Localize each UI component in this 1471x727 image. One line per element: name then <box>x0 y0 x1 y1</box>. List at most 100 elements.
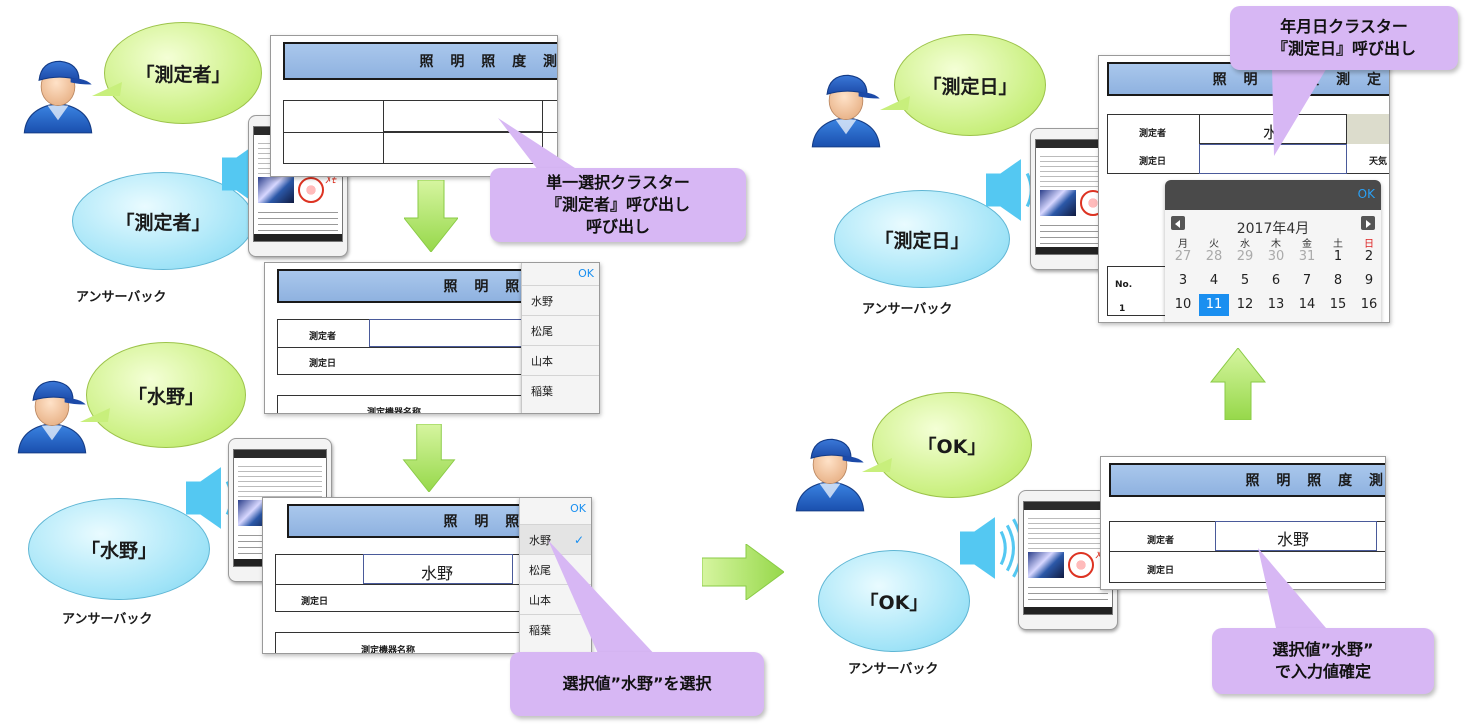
bubble-tail <box>880 96 910 110</box>
dropdown-item[interactable]: 水野 <box>522 285 599 315</box>
form-title: 照 明 照 度 測 <box>1109 463 1385 497</box>
bubble-tail <box>92 82 122 96</box>
bubble-tail <box>80 408 110 422</box>
form-sheet-calendar: 照 明 照 度 測 定 水 測定者 測定日 天気 No. 1 リ OK 2017… <box>1098 55 1390 323</box>
calendar-day[interactable]: 2 <box>1364 249 1374 264</box>
form-sheet-confirmed: 照 明 照 度 測 水野 測定者 測定日 <box>1100 456 1386 590</box>
label-device: 測定機器名称 <box>361 646 416 654</box>
calendar-weekday: 火 <box>1209 239 1219 250</box>
person-icon <box>23 60 93 134</box>
callout-tail <box>548 540 658 658</box>
calendar-day[interactable]: 27 <box>1174 249 1192 264</box>
calendar-day[interactable]: 3 <box>1178 273 1188 288</box>
measurer-value: 水野 <box>421 564 454 583</box>
calendar-day[interactable]: 14 <box>1298 297 1316 312</box>
form-title: 照 明 照 度 測 <box>283 42 557 80</box>
voice-bubble: 「OK」 <box>818 550 970 652</box>
answerback-label: アンサーバック <box>848 662 939 677</box>
voice-bubble: 「水野」 <box>28 498 210 600</box>
calendar-day[interactable]: 7 <box>1302 273 1312 288</box>
calendar-weekday: 金 <box>1302 239 1312 250</box>
calendar-weekday: 土 <box>1333 239 1343 250</box>
calendar-day[interactable]: 15 <box>1329 297 1347 312</box>
calendar-day[interactable]: 18 <box>1199 318 1229 322</box>
calendar-next-icon[interactable] <box>1361 216 1375 230</box>
answerback-label: アンサーバック <box>62 612 153 627</box>
calendar-day[interactable]: 21 <box>1292 318 1322 322</box>
calendar-prev-icon[interactable] <box>1171 216 1185 230</box>
label-row1: 1 <box>1119 304 1126 314</box>
callout-tail <box>1272 66 1328 156</box>
calendar-day[interactable]: 4 <box>1209 273 1219 288</box>
label-measurer: 測定者 <box>309 332 337 342</box>
calendar-weekday: 水 <box>1240 239 1250 250</box>
calendar-day[interactable]: 30 <box>1267 249 1285 264</box>
label-date: 測定日 <box>301 597 329 607</box>
calendar-weekday: 月 <box>1178 239 1188 250</box>
label-measurer: 測定者 <box>1147 536 1175 546</box>
label-date: 測定日 <box>309 359 337 369</box>
calendar-month: 2017年4月 <box>1236 221 1310 237</box>
answerback-label: アンサーバック <box>76 290 167 305</box>
form-sheet-dropdown: 照 明 照 度 測 測定者 測定日 測定機器名称 OK 水野 松尾 山本 稲葉 <box>264 262 600 414</box>
calendar-day[interactable]: 1 <box>1333 249 1343 264</box>
calendar-day[interactable]: 29 <box>1236 249 1254 264</box>
calendar-day[interactable]: 31 <box>1298 249 1316 264</box>
bubble-tail <box>862 458 892 472</box>
calendar-ok-button[interactable]: OK <box>1357 187 1375 201</box>
speech-bubble: 「OK」 <box>872 392 1032 498</box>
calendar-day[interactable]: 19 <box>1230 318 1260 322</box>
callout-select-value: 選択値”水野”を選択 <box>510 652 764 716</box>
calendar-day[interactable]: 20 <box>1261 318 1291 322</box>
label-date: 測定日 <box>1139 157 1167 167</box>
label-device: 測定機器名称 <box>367 408 422 414</box>
callout-confirm-value: 選択値”水野”で入力値確定 <box>1212 628 1434 694</box>
dropdown-item[interactable]: 松尾 <box>522 315 599 345</box>
label-no: No. <box>1115 280 1133 290</box>
calendar-day[interactable]: 10 <box>1174 297 1192 312</box>
callout-date-cluster: 年月日クラスター『測定日』呼び出し <box>1230 6 1458 70</box>
calendar-day[interactable]: 28 <box>1205 249 1223 264</box>
dropdown-item[interactable]: 山本 <box>520 584 591 614</box>
calendar-weekday: 木 <box>1271 239 1281 250</box>
check-icon: ✓ <box>573 532 584 547</box>
dropdown-item[interactable]: 山本 <box>522 345 599 375</box>
calendar-day[interactable]: 17 <box>1168 318 1198 322</box>
arrow-down-icon <box>404 180 458 252</box>
calendar-day[interactable]: 23 <box>1354 318 1381 322</box>
dropdown-ok-button[interactable]: OK <box>578 267 594 280</box>
person-icon <box>795 438 865 512</box>
arrow-right-icon <box>702 544 784 600</box>
calendar-day[interactable]: 5 <box>1240 273 1250 288</box>
dropdown-list[interactable]: OK 水野 松尾 山本 稲葉 <box>521 263 599 413</box>
answerback-label: アンサーバック <box>862 302 953 317</box>
form-sheet: 照 明 照 度 測 <box>270 35 558 177</box>
calendar-day[interactable]: 6 <box>1271 273 1281 288</box>
arrow-up-icon <box>1210 348 1266 420</box>
calendar-day[interactable]: 11 <box>1199 294 1229 316</box>
calendar-day[interactable]: 12 <box>1236 297 1254 312</box>
calendar-day[interactable]: 22 <box>1323 318 1353 322</box>
calendar-day[interactable]: 9 <box>1364 273 1374 288</box>
callout-tail <box>498 118 578 170</box>
calendar-day[interactable]: 13 <box>1267 297 1285 312</box>
speech-bubble: 「測定者」 <box>104 22 262 124</box>
callout-single-select: 単一選択クラスター『測定者』呼び出し呼び出し <box>490 168 746 242</box>
dropdown-item[interactable]: 稲葉 <box>520 614 591 644</box>
calendar-day[interactable]: 8 <box>1333 273 1343 288</box>
label-measurer: 測定者 <box>1139 129 1167 139</box>
voice-bubble: 「測定日」 <box>834 190 1010 288</box>
dropdown-item-selected[interactable]: 水野✓ <box>520 524 591 554</box>
callout-tail <box>1258 548 1326 628</box>
dropdown-item[interactable]: 稲葉 <box>522 375 599 405</box>
dropdown-ok-button[interactable]: OK <box>570 502 586 515</box>
arrow-down-icon <box>402 424 456 492</box>
calendar-weekday: 日 <box>1364 239 1374 250</box>
speech-bubble: 「水野」 <box>86 342 246 448</box>
label-date: 測定日 <box>1147 566 1175 576</box>
form-sheet-selected: 照 明 照 度 測 水野 測定日 測定機器名称 OK 水野✓ 松尾 山本 稲葉 <box>262 497 592 654</box>
measurer-value: 水野 <box>1277 530 1310 549</box>
calendar-day[interactable]: 16 <box>1360 297 1378 312</box>
speech-bubble: 「測定日」 <box>894 34 1046 136</box>
